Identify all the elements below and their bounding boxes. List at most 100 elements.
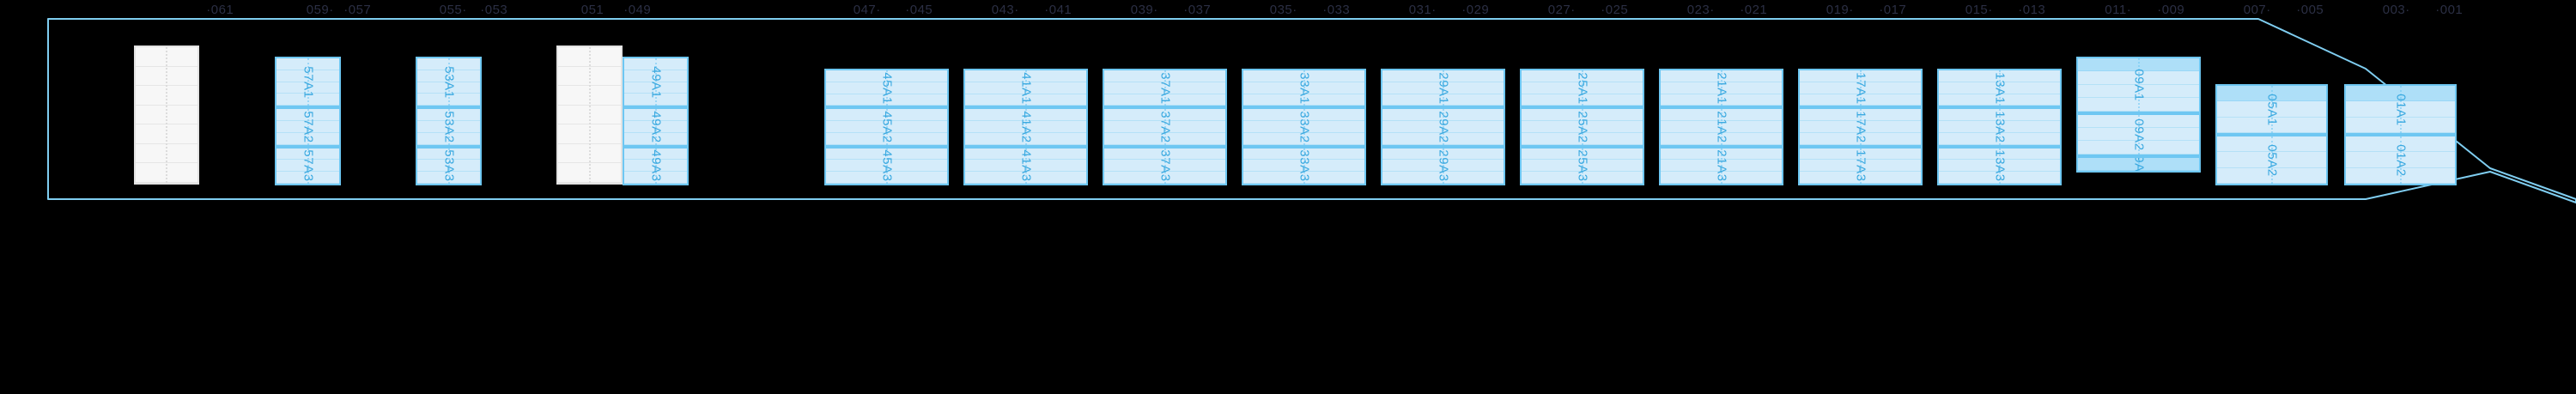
container-block-53A3[interactable]: 53A3 <box>416 146 482 186</box>
container-block-13A2[interactable]: 13A2 <box>1937 107 2062 147</box>
bay-tick-015[interactable]: ·015· <box>1960 1 1993 20</box>
container-block-25A3[interactable]: 25A3 <box>1520 146 1644 185</box>
container-block-45A2[interactable]: 45A2 <box>824 107 949 147</box>
bay-tick-051[interactable]: ·051· <box>576 1 609 20</box>
container-block-41A3[interactable]: 41A3 <box>963 146 1088 185</box>
container-block-01A2[interactable]: 01A2 <box>2344 135 2457 185</box>
container-block-53A1[interactable]: 53A1 <box>416 57 482 108</box>
container-block-21A2[interactable]: 21A2 <box>1659 107 1783 147</box>
stack-centre-spine <box>1998 148 2001 184</box>
container-block-09A3[interactable]: 09A3 <box>2076 155 2201 173</box>
container-block-05A2[interactable]: 05A2 <box>2215 135 2328 185</box>
bay-tick-001[interactable]: ·001· <box>2435 1 2468 20</box>
container-block-empty[interactable] <box>556 45 623 185</box>
bay-tick-013[interactable]: ·013· <box>2018 1 2050 20</box>
container-block-57A3[interactable]: 57A3 <box>275 146 341 186</box>
bay-tick-053[interactable]: ·053· <box>480 1 513 20</box>
bay-tick-049[interactable]: ·049· <box>623 1 656 20</box>
container-block-empty[interactable] <box>134 45 199 185</box>
bay-tick-dot-right: · <box>2266 3 2271 17</box>
container-block-49A2[interactable]: 49A2 <box>623 107 689 147</box>
stack-bay-051-empty[interactable] <box>556 45 623 185</box>
bay-tick-017[interactable]: ·017· <box>1879 1 1911 20</box>
container-block-53A2[interactable]: 53A2 <box>416 107 482 147</box>
stack-bay-059[interactable] <box>134 45 199 185</box>
bay-tick-027[interactable]: ·027· <box>1543 1 1576 20</box>
stack-centre-spine <box>2399 86 2402 133</box>
container-block-13A1[interactable]: 13A1 <box>1937 69 2062 108</box>
bay-tick-057[interactable]: ·057· <box>343 1 376 20</box>
container-block-25A1[interactable]: 25A1 <box>1520 69 1644 108</box>
container-block-17A1[interactable]: 17A1 <box>1798 69 1923 108</box>
container-block-17A2[interactable]: 17A2 <box>1798 107 1923 147</box>
bay-tick-023[interactable]: ·023· <box>1682 1 1715 20</box>
container-block-37A2[interactable]: 37A2 <box>1103 107 1227 147</box>
bay-tick-037[interactable]: ·037· <box>1183 1 1216 20</box>
container-block-01A1[interactable]: 01A1 <box>2344 84 2457 135</box>
bay-tick-061[interactable]: ·061· <box>206 1 239 20</box>
container-block-41A2[interactable]: 41A2 <box>963 107 1088 147</box>
container-block-29A2[interactable]: 29A2 <box>1381 107 1505 147</box>
container-block-13A3[interactable]: 13A3 <box>1937 146 2062 185</box>
bay-tick-059[interactable]: ·059· <box>301 1 334 20</box>
container-block-49A1[interactable]: 49A1 <box>623 57 689 108</box>
bay-tick-003[interactable]: ·003· <box>2378 1 2410 20</box>
bay-tick-005[interactable]: ·005· <box>2296 1 2329 20</box>
container-block-49A3[interactable]: 49A3 <box>623 146 689 186</box>
bay-tick-047[interactable]: ·047· <box>848 1 881 20</box>
container-block-57A1[interactable]: 57A1 <box>275 57 341 108</box>
bay-tick-021[interactable]: ·021· <box>1740 1 1772 20</box>
bay-tick-029[interactable]: ·029· <box>1461 1 1494 20</box>
bay-tick-019[interactable]: ·019· <box>1821 1 1854 20</box>
bay-tick-label: 005 <box>2300 3 2324 17</box>
bay-tick-039[interactable]: ·039· <box>1126 1 1158 20</box>
bay-tick-045[interactable]: ·045· <box>905 1 938 20</box>
container-block-45A1[interactable]: 45A1 <box>824 69 949 108</box>
container-block-21A3[interactable]: 21A3 <box>1659 146 1783 185</box>
container-block-25A2[interactable]: 25A2 <box>1520 107 1644 147</box>
container-block-33A1[interactable]: 33A1 <box>1242 69 1366 108</box>
bay-tick-label: 053 <box>484 3 508 17</box>
container-block-37A3[interactable]: 37A3 <box>1103 146 1227 185</box>
bay-number-ruler: ·061· ·059· ·057· ·055· ·053· ·051· ·049· ·047·… <box>0 0 2576 22</box>
bay-tick-055[interactable]: ·055· <box>434 1 467 20</box>
bay-tick-009[interactable]: ·009· <box>2157 1 2190 20</box>
bay-tick-031[interactable]: ·031· <box>1404 1 1437 20</box>
container-block-33A2[interactable]: 33A2 <box>1242 107 1366 147</box>
stack-centre-spine <box>885 109 888 145</box>
container-block-45A3[interactable]: 45A3 <box>824 146 949 185</box>
bay-tick-011[interactable]: ·011· <box>2100 1 2131 20</box>
container-block-09A2[interactable]: 09A2 <box>2076 112 2201 156</box>
bay-tick-041[interactable]: ·041· <box>1044 1 1077 20</box>
container-block-41A1[interactable]: 41A1 <box>963 69 1088 108</box>
container-block-37A1[interactable]: 37A1 <box>1103 69 1227 108</box>
container-block-09A1[interactable]: 09A1 <box>2076 57 2201 113</box>
bay-tick-035[interactable]: ·035· <box>1265 1 1297 20</box>
bay-tick-025[interactable]: ·025· <box>1601 1 1633 20</box>
container-block-57A2[interactable]: 57A2 <box>275 107 341 147</box>
container-block-29A3[interactable]: 29A3 <box>1381 146 1505 185</box>
container-block-33A3[interactable]: 33A3 <box>1242 146 1366 185</box>
bay-tick-043[interactable]: ·043· <box>987 1 1019 20</box>
container-block-21A1[interactable]: 21A1 <box>1659 69 1783 108</box>
bay-tick-007[interactable]: ·007· <box>2239 1 2271 20</box>
container-block-17A3[interactable]: 17A3 <box>1798 146 1923 185</box>
container-block-05A1[interactable]: 05A1 <box>2215 84 2328 135</box>
bay-tick-033[interactable]: ·033· <box>1322 1 1355 20</box>
container-block-29A1[interactable]: 29A1 <box>1381 69 1505 108</box>
